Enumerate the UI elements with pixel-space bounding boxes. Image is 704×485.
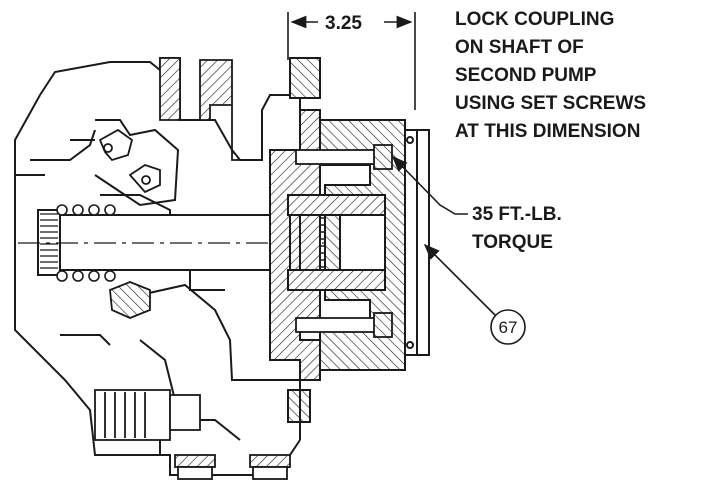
set-screws [295, 144, 393, 338]
end-cover [404, 129, 430, 356]
seal-detail [98, 128, 161, 319]
lock-coupling-note: LOCK COUPLING ON SHAFT OF SECOND PUMP US… [455, 9, 646, 142]
coupling-bore [339, 214, 386, 271]
balloon-leader [423, 243, 496, 316]
note-line-5: AT THIS DIMENSION [455, 121, 640, 142]
note-line-4: USING SET SCREWS [455, 93, 646, 114]
item-balloon-number: 67 [499, 318, 518, 337]
note-line-3: SECOND PUMP [455, 65, 597, 86]
item-balloon [490, 309, 526, 345]
torque-line-2: TORQUE [472, 232, 553, 253]
bottom-bolts [174, 454, 291, 480]
note-line-1: LOCK COUPLING [455, 9, 614, 30]
housing-wall-hatch [159, 57, 242, 161]
flange-top-bolt [289, 57, 321, 99]
torque-line-1: 35 FT.-LB. [472, 204, 562, 225]
note-line-2: ON SHAFT OF [455, 37, 584, 58]
dimension-value: 3.25 [325, 13, 362, 34]
roller-stack [94, 389, 201, 441]
torque-leader [391, 155, 468, 215]
dimension-line [287, 12, 416, 110]
